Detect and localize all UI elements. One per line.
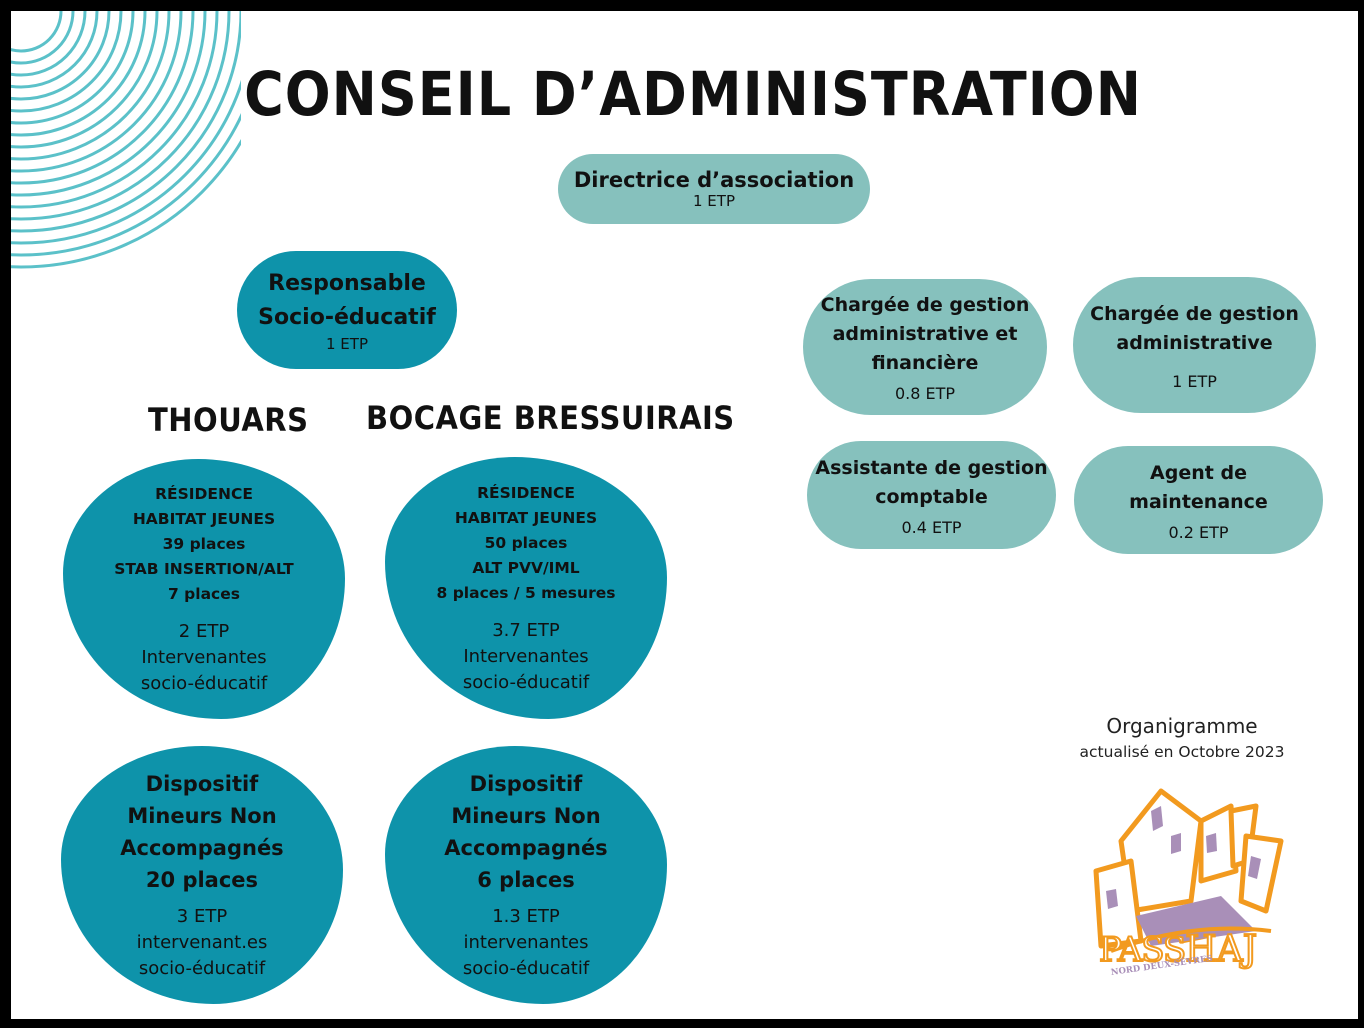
bocage-res-etp: 3.7 ETP: [492, 619, 560, 641]
decorative-arcs: [11, 11, 241, 269]
thouars-res-line: 39 places: [162, 534, 246, 553]
thouars-res-line: RÉSIDENCE: [155, 484, 253, 503]
staff-card-line: comptable: [875, 485, 988, 508]
bocage-residence-node: RÉSIDENCE HABITAT JEUNES 50 places ALT P…: [385, 457, 667, 719]
responsable-etp: 1 ETP: [326, 335, 368, 353]
thouars-mna-line: Mineurs Non: [127, 804, 277, 828]
responsable-line-1: Responsable: [268, 271, 426, 296]
staff-card-agent-maintenance: Agent de maintenance 0.2 ETP: [1074, 446, 1323, 554]
footer-title: Organigramme: [1106, 714, 1258, 738]
bocage-mna-line: Dispositif: [469, 772, 583, 796]
bocage-res-line: ALT PVV/IML: [472, 558, 580, 577]
thouars-res-line: 7 places: [168, 584, 240, 603]
staff-card-line: Agent de: [1150, 461, 1247, 484]
staff-card-line: maintenance: [1129, 490, 1268, 513]
staff-card-line: Chargée de gestion: [1090, 302, 1299, 325]
staff-card-assistante-comptable: Assistante de gestion comptable 0.4 ETP: [807, 441, 1056, 549]
bocage-mna-line: 6 places: [477, 868, 575, 892]
bocage-res-line: HABITAT JEUNES: [454, 508, 598, 527]
logo-buildings-icon: [1093, 788, 1284, 953]
footer-subtitle: actualisé en Octobre 2023: [1079, 743, 1285, 761]
staff-card-gestion-admin: Chargée de gestion administrative 1 ETP: [1073, 277, 1316, 413]
logo-wordmark: PASSHAJ: [1098, 928, 1258, 971]
thouars-mna-etp: intervenant.es: [136, 932, 268, 953]
staff-card-line: Chargée de gestion: [820, 294, 1030, 316]
staff-card-etp: 0.8 ETP: [894, 384, 956, 403]
bocage-res-line: RÉSIDENCE: [477, 483, 575, 502]
bocage-mna-etp: intervenantes: [463, 932, 589, 953]
logo-pass-text: PASS: [1098, 929, 1187, 971]
bocage-res-etp: socio-éducatif: [462, 671, 590, 693]
pass-haj-logo: PASSHAJ NORD DEUX-SÈVRES: [1081, 781, 1301, 981]
staff-card-gestion-admin-fin: Chargée de gestion administrative et fin…: [803, 279, 1047, 415]
staff-card-etp: 1 ETP: [1172, 371, 1217, 391]
thouars-res-etp: 2 ETP: [178, 620, 230, 642]
thouars-res-line: STAB INSERTION/ALT: [114, 559, 294, 578]
thouars-mna-node: Dispositif Mineurs Non Accompagnés 20 pl…: [61, 746, 343, 1004]
directrice-etp: 1 ETP: [693, 192, 735, 210]
site-heading-thouars: THOUARS: [148, 401, 309, 439]
thouars-res-etp: Intervenantes: [141, 646, 267, 668]
thouars-res-etp: socio-éducatif: [140, 672, 268, 694]
thouars-mna-line: Accompagnés: [120, 836, 284, 860]
thouars-res-line: HABITAT JEUNES: [132, 509, 276, 528]
staff-card-etp: 0.4 ETP: [901, 517, 962, 537]
thouars-mna-line: 20 places: [145, 868, 259, 892]
staff-card-line: administrative: [1116, 331, 1273, 354]
bocage-mna-line: Mineurs Non: [451, 804, 601, 828]
bocage-res-line: 8 places / 5 mesures: [436, 583, 616, 602]
responsable-line-2: Socio-éducatif: [258, 305, 436, 330]
site-heading-bocage: BOCAGE BRESSUIRAIS: [366, 399, 735, 437]
staff-card-line: administrative et: [832, 323, 1018, 345]
thouars-residence-node: RÉSIDENCE HABITAT JEUNES 39 places STAB …: [63, 459, 345, 719]
page-title: CONSEIL D’ADMINISTRATION: [244, 59, 1142, 130]
thouars-mna-etp: 3 ETP: [176, 906, 228, 927]
staff-card-etp: 0.2 ETP: [1168, 522, 1229, 542]
thouars-mna-line: Dispositif: [145, 772, 259, 796]
thouars-mna-etp: socio-éducatif: [138, 958, 266, 979]
logo-haj-text: HAJ: [1184, 928, 1258, 971]
bocage-res-etp: Intervenantes: [463, 645, 589, 667]
staff-card-line: financière: [871, 352, 979, 374]
responsable-node: Responsable Socio-éducatif 1 ETP: [237, 251, 457, 369]
bocage-mna-etp: socio-éducatif: [462, 958, 590, 979]
directrice-node: Directrice d’association 1 ETP: [558, 154, 870, 224]
bocage-res-line: 50 places: [484, 533, 568, 552]
directrice-name: Directrice d’association: [573, 168, 855, 192]
bocage-mna-node: Dispositif Mineurs Non Accompagnés 6 pla…: [385, 746, 667, 1004]
staff-card-line: Assistante de gestion: [815, 456, 1048, 479]
bocage-mna-line: Accompagnés: [444, 836, 608, 860]
bocage-mna-etp: 1.3 ETP: [492, 906, 560, 927]
